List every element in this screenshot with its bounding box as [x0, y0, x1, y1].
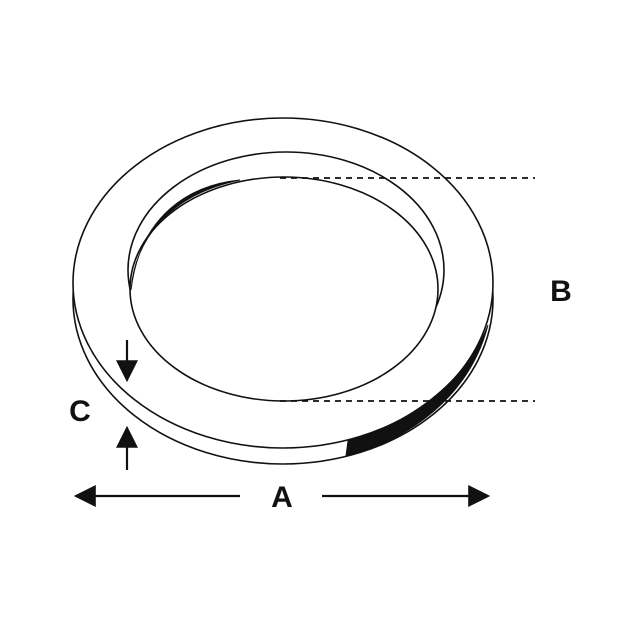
- label-b: B: [550, 275, 572, 308]
- label-a: A: [271, 481, 293, 514]
- label-c: C: [69, 395, 91, 428]
- outer-side-shadow: [345, 324, 489, 457]
- ring-bore-inner-edge: [129, 176, 439, 402]
- inner-wall-shadow: [130, 179, 241, 291]
